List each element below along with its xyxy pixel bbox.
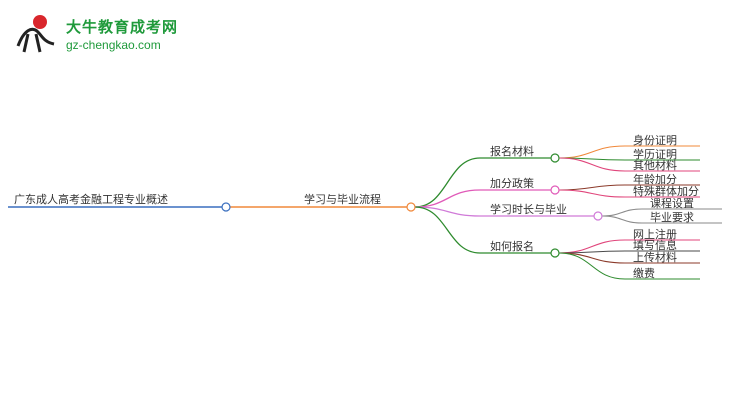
branch-edge-3 xyxy=(414,206,481,254)
branch-label-2: 学习时长与毕业 xyxy=(490,202,567,216)
branch-label-1: 加分政策 xyxy=(490,176,534,190)
branch-dot-1[interactable] xyxy=(550,185,560,195)
center-node-dot[interactable] xyxy=(406,202,416,212)
child-edge-0-0 xyxy=(558,145,626,159)
child-label-2-1: 毕业要求 xyxy=(650,211,694,224)
branch-dot-2[interactable] xyxy=(593,211,603,221)
child-label-3-1: 填写信息 xyxy=(633,238,677,252)
child-label-3-3: 缴费 xyxy=(633,266,655,280)
branch-edge-0 xyxy=(414,157,481,208)
child-label-3-0: 网上注册 xyxy=(633,227,677,241)
branch-label-0: 报名材料 xyxy=(490,144,534,158)
branch-dot-3[interactable] xyxy=(550,248,560,258)
child-label-2-0: 课程设置 xyxy=(650,197,694,210)
branch-dot-0[interactable] xyxy=(550,153,560,163)
child-edge-0-2 xyxy=(558,157,626,172)
child-label-0-2: 其他材料 xyxy=(633,158,677,172)
child-label-3-2: 上传材料 xyxy=(633,250,677,264)
root-node-label: 广东成人高考金融工程专业概述 xyxy=(14,192,168,206)
child-edge-3-3 xyxy=(558,252,626,280)
root-node-dot[interactable] xyxy=(221,202,231,212)
branch-edge-1 xyxy=(414,189,481,208)
site-logo[interactable]: 大牛教育成考网 gz-chengkao.com xyxy=(14,12,177,56)
center-node-label: 学习与毕业流程 xyxy=(304,192,381,206)
child-edge-1-0 xyxy=(558,184,626,191)
child-edge-3-2 xyxy=(558,252,626,264)
child-edge-2-0 xyxy=(601,208,643,217)
child-label-1-1: 特殊群体加分 xyxy=(633,184,699,198)
child-edge-1-1 xyxy=(558,189,626,198)
child-label-0-1: 学历证明 xyxy=(633,147,677,161)
branch-label-3: 如何报名 xyxy=(490,239,534,253)
bull-logo-icon xyxy=(16,15,55,53)
site-title: 大牛教育成考网 xyxy=(66,18,179,36)
branch-edge-2 xyxy=(414,206,481,217)
child-edge-2-1 xyxy=(601,215,643,224)
site-url[interactable]: gz-chengkao.com xyxy=(66,38,161,52)
child-label-1-0: 年龄加分 xyxy=(633,172,677,186)
child-label-0-0: 身份证明 xyxy=(633,133,677,147)
